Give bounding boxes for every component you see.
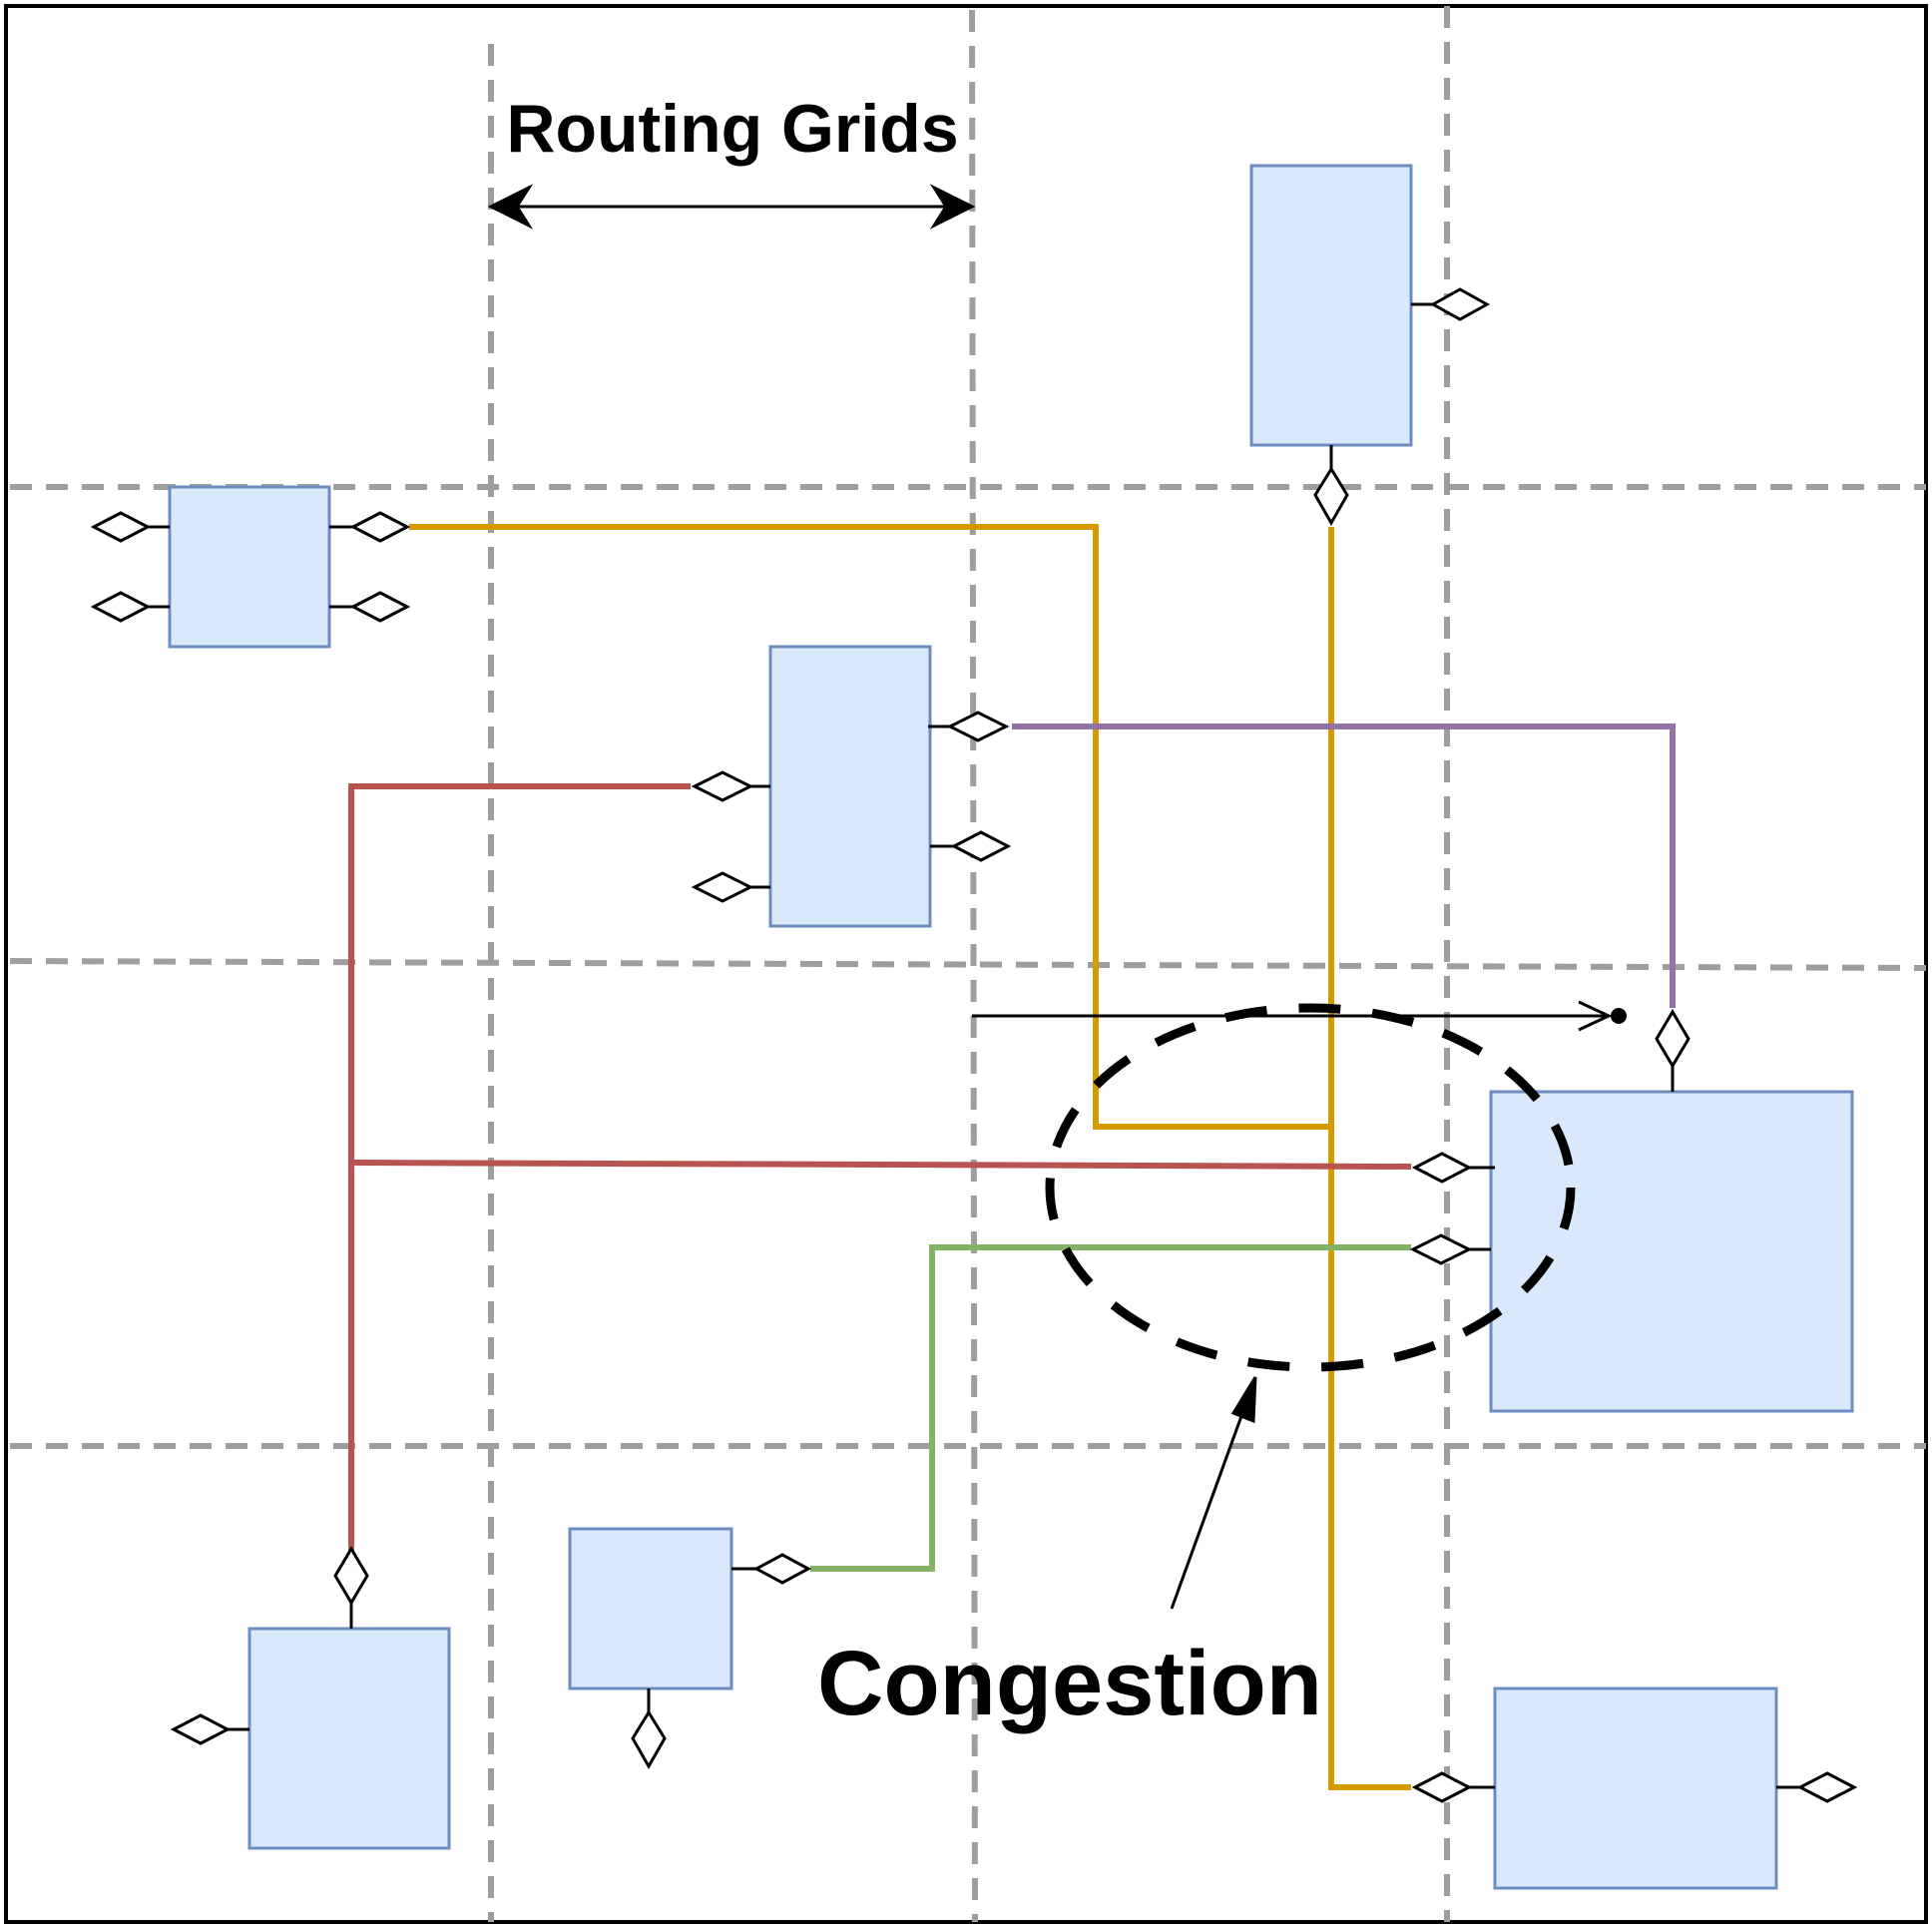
double-arrow-icon [487, 184, 976, 230]
diamond-pin-icon [946, 711, 1010, 742]
block-center [768, 645, 932, 928]
block-bottom-mid [568, 1527, 733, 1690]
block-left [168, 485, 331, 649]
diamond-pin-icon [752, 1553, 812, 1585]
diamond-pin-icon [631, 1709, 667, 1770]
diamond-pin-icon [1411, 1152, 1473, 1184]
net-red-b [350, 1160, 1412, 1170]
diamond-pin-icon [1409, 1233, 1473, 1265]
net-green [810, 1244, 1411, 1572]
routing-grid [9, 6, 1927, 1923]
flow-arrow [972, 1000, 1627, 1032]
diamond-pin-icon [1313, 466, 1349, 527]
diamond-pin-icon [691, 770, 754, 802]
blocks [168, 164, 1854, 1890]
congestion-pointer [1170, 1376, 1257, 1610]
block-bottom-left [247, 1627, 451, 1850]
diamond-pin-icon [349, 591, 411, 623]
diamond-pins [90, 287, 1858, 1803]
diamond-pin-icon [170, 1713, 232, 1745]
net-orange-a [409, 524, 1331, 1130]
congestion-label: Congestion [817, 1633, 1322, 1734]
diamond-pin-icon [691, 871, 754, 903]
diamond-pin-icon [1429, 287, 1491, 321]
diamond-pin-icon [950, 830, 1012, 862]
diamond-pin-icon [1655, 1009, 1690, 1069]
diamond-pin-icon [90, 511, 152, 543]
diamond-pin-icon [90, 591, 152, 623]
pin-stubs [148, 302, 1800, 1789]
grid-line-v2 [969, 9, 978, 1923]
diamond-pin-icon [333, 1546, 369, 1606]
routing-grids-label: Routing Grids [506, 91, 958, 167]
net-purple [1012, 723, 1676, 1008]
nets [348, 524, 1676, 1790]
diamond-pin-icon [349, 511, 411, 543]
net-red-a [348, 783, 691, 1569]
grid-line-h2 [9, 958, 1927, 971]
congestion-ellipse [1045, 1003, 1576, 1372]
diamond-pin-icon [1796, 1771, 1858, 1803]
net-orange-b [1328, 527, 1411, 1790]
block-right-large [1489, 1090, 1854, 1413]
block-bottom-right [1493, 1687, 1778, 1890]
block-top-right [1249, 164, 1413, 447]
diamond-pin-icon [1411, 1771, 1473, 1803]
